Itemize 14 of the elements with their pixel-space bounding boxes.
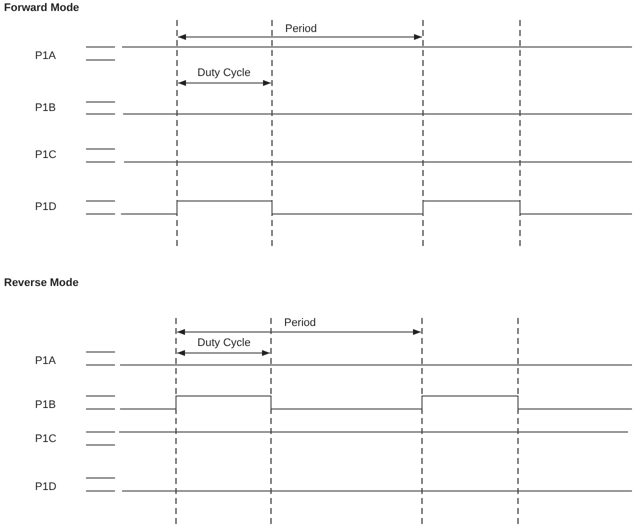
heading: Forward Mode (4, 2, 80, 15)
dimension-label: Period (284, 317, 316, 330)
signal-name: P1A (35, 355, 56, 368)
dimension-label: Duty Cycle (197, 67, 251, 80)
dimension-label: Period (285, 23, 317, 36)
heading: Reverse Mode (4, 277, 79, 290)
dimension-label: Duty Cycle (197, 337, 251, 350)
signal-name: P1C (35, 149, 56, 162)
signal-name: P1D (35, 201, 56, 214)
signal-name: P1A (35, 50, 56, 63)
signal-name: P1B (35, 399, 56, 412)
signal-name: P1B (35, 102, 56, 115)
signal-name: P1C (35, 433, 56, 446)
signal-name: P1D (35, 481, 56, 494)
